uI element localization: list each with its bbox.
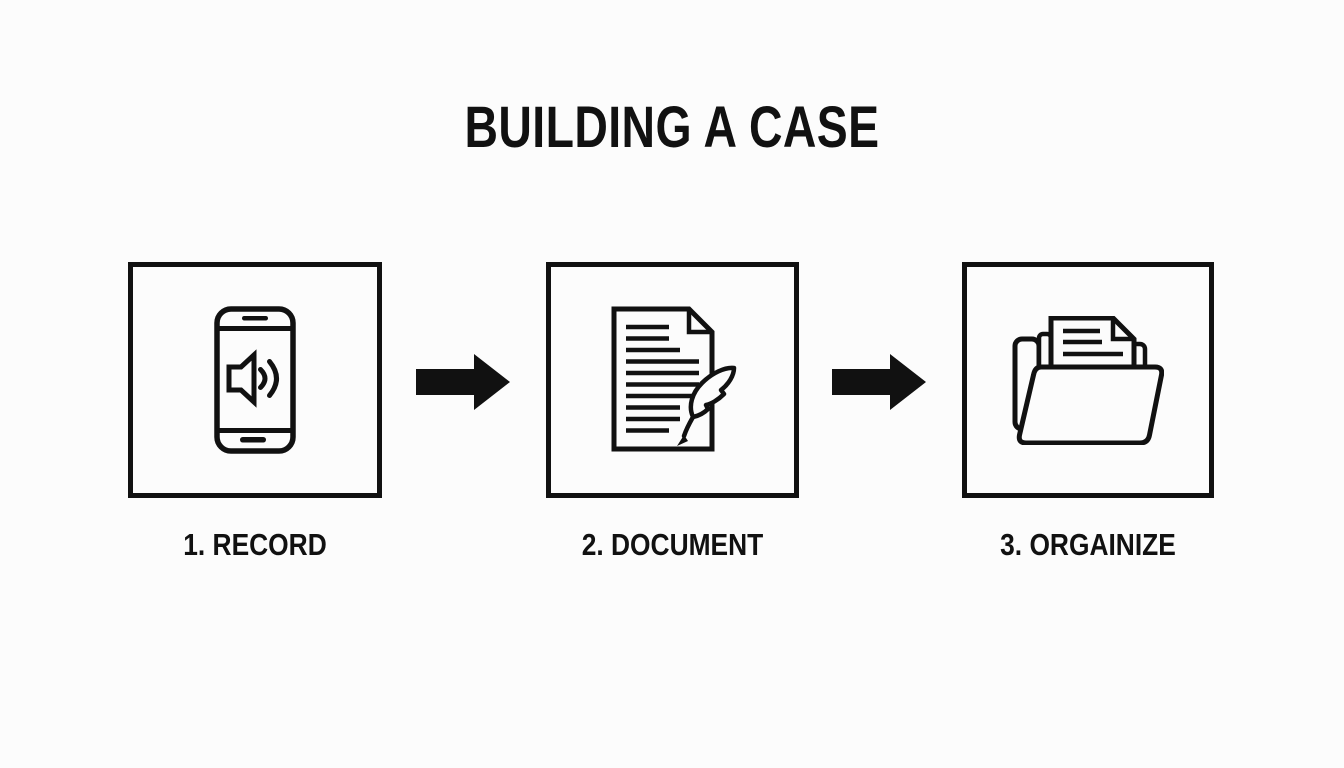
step-label-record: 1. RECORD bbox=[183, 527, 327, 562]
step-label-document: 2. DOCUMENT bbox=[581, 527, 764, 562]
folder-files-icon bbox=[1012, 315, 1164, 445]
smartphone-audio-icon bbox=[214, 306, 296, 454]
step-box-organize bbox=[962, 262, 1214, 498]
page-title: BUILDING A CASE bbox=[464, 95, 880, 160]
arrow-right-icon bbox=[832, 354, 926, 410]
arrow-right-icon bbox=[416, 354, 510, 410]
document-quill-icon bbox=[611, 306, 736, 452]
step-label-organize: 3. ORGAINIZE bbox=[1000, 527, 1176, 562]
step-box-record bbox=[128, 262, 382, 498]
step-box-document bbox=[546, 262, 799, 498]
